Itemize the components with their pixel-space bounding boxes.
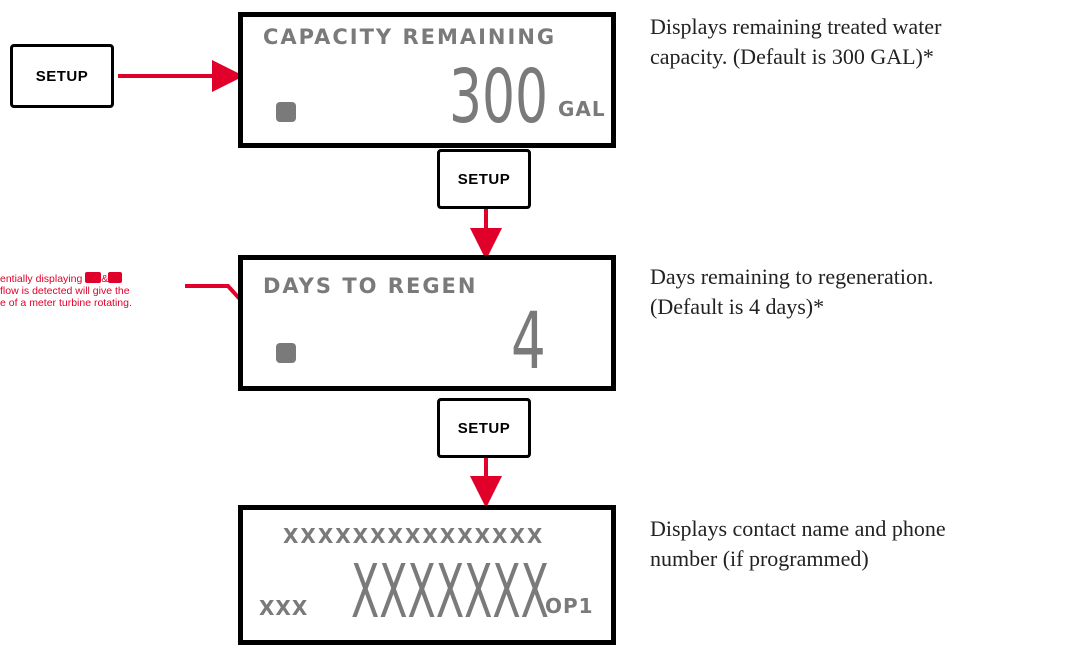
description-capacity: Displays remaining treated water capacit… <box>650 12 941 72</box>
lcd-title: CAPACITY REMAINING <box>263 25 557 49</box>
setup-button[interactable]: SETUP <box>437 398 531 458</box>
description-line: Days remaining to regeneration. <box>650 264 934 289</box>
lcd-value: 4 <box>511 297 546 387</box>
description-line: capacity. (Default is 300 GAL)* <box>650 44 934 69</box>
turbine-segment-icon <box>85 272 102 283</box>
note-line-3: e of a meter turbine rotating. <box>0 297 132 309</box>
note-line-1: entially displaying & <box>0 272 132 285</box>
note-ampersand: & <box>101 273 109 285</box>
lcd-value: XXXXXXX <box>351 549 549 635</box>
lcd-unit: GAL <box>558 97 606 121</box>
turbine-indicator-icon <box>276 343 296 363</box>
description-line: (Default is 4 days)* <box>650 294 825 319</box>
turbine-indicator-icon <box>276 102 296 122</box>
lcd-contact-info: XXXXXXXXXXXXXXX XXX XXXXXXX OP1 <box>238 505 616 645</box>
description-contact: Displays contact name and phone number (… <box>650 514 946 574</box>
lcd-days-to-regen: DAYS TO REGEN 4 <box>238 255 616 391</box>
lcd-capacity-remaining: CAPACITY REMAINING 300 GAL <box>238 12 616 148</box>
lcd-left-text: XXX <box>259 596 309 620</box>
lcd-title: DAYS TO REGEN <box>263 274 478 298</box>
description-line: Displays contact name and phone <box>650 516 946 541</box>
setup-button[interactable]: SETUP <box>10 44 114 108</box>
description-days: Days remaining to regeneration. (Default… <box>650 262 933 322</box>
note-text: entially displaying <box>0 273 83 285</box>
description-line: number (if programmed) <box>650 546 869 571</box>
description-line: Displays remaining treated water <box>650 14 942 39</box>
lcd-value: 300 <box>449 54 549 140</box>
setup-button[interactable]: SETUP <box>437 149 531 209</box>
lcd-right-text: OP1 <box>545 594 594 618</box>
turbine-note: entially displaying & flow is detected w… <box>0 272 132 309</box>
note-line-2: flow is detected will give the <box>0 285 130 297</box>
lcd-title: XXXXXXXXXXXXXXX <box>283 524 545 548</box>
turbine-segment-icon <box>108 272 123 283</box>
